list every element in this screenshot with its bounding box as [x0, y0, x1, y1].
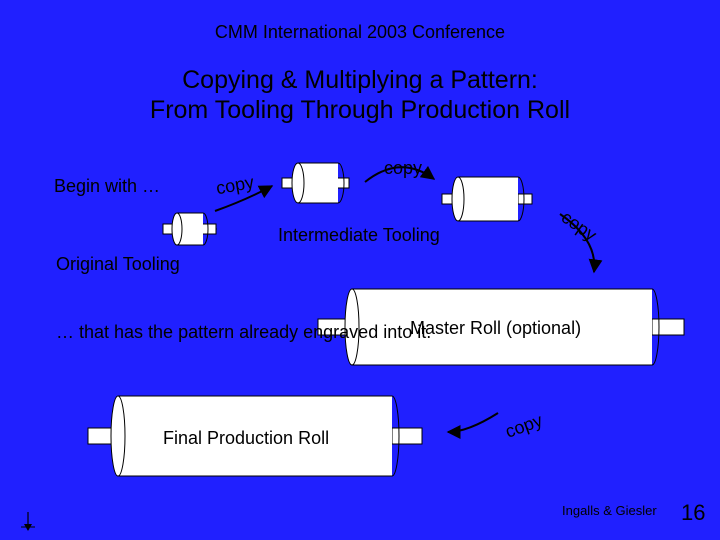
credits: Ingalls & Giesler	[562, 503, 657, 518]
begin-with-text: Begin with …	[54, 176, 161, 196]
original-tooling-roller-icon	[162, 212, 217, 246]
engraved-pattern-text: … that has the pattern already engraved …	[56, 322, 432, 342]
final-production-roll-icon	[87, 395, 423, 477]
intermediate-roller-2-icon	[441, 176, 533, 222]
down-arrow-icon	[21, 512, 35, 531]
master-roll-label: Master Roll (optional)	[410, 318, 582, 338]
copy-label-4: copy	[503, 410, 546, 442]
page-number: 16	[681, 500, 706, 525]
conference-header: CMM International 2003 Conference	[214, 22, 506, 42]
intermediate-roller-1-icon	[281, 162, 350, 204]
final-production-roll-label: Final Production Roll	[163, 428, 330, 448]
slide-title-line-1: Copying & Multiplying a Pattern:	[182, 66, 538, 94]
master-roll-icon	[317, 288, 685, 366]
original-tooling-label: Original Tooling	[56, 254, 180, 274]
copy-arrow-2-icon	[364, 165, 436, 183]
copy-arrow-3-icon	[559, 213, 603, 274]
slide-title-line-2: From Tooling Through Production Roll	[149, 96, 571, 124]
copy-arrow-4-icon	[446, 412, 499, 439]
copy-label-3: copy	[558, 207, 601, 245]
intermediate-tooling-label: Intermediate Tooling	[278, 225, 440, 245]
copy-label-2: copy	[384, 158, 422, 178]
copy-arrow-1-icon	[214, 185, 274, 212]
copy-label-1: copy	[214, 172, 255, 198]
